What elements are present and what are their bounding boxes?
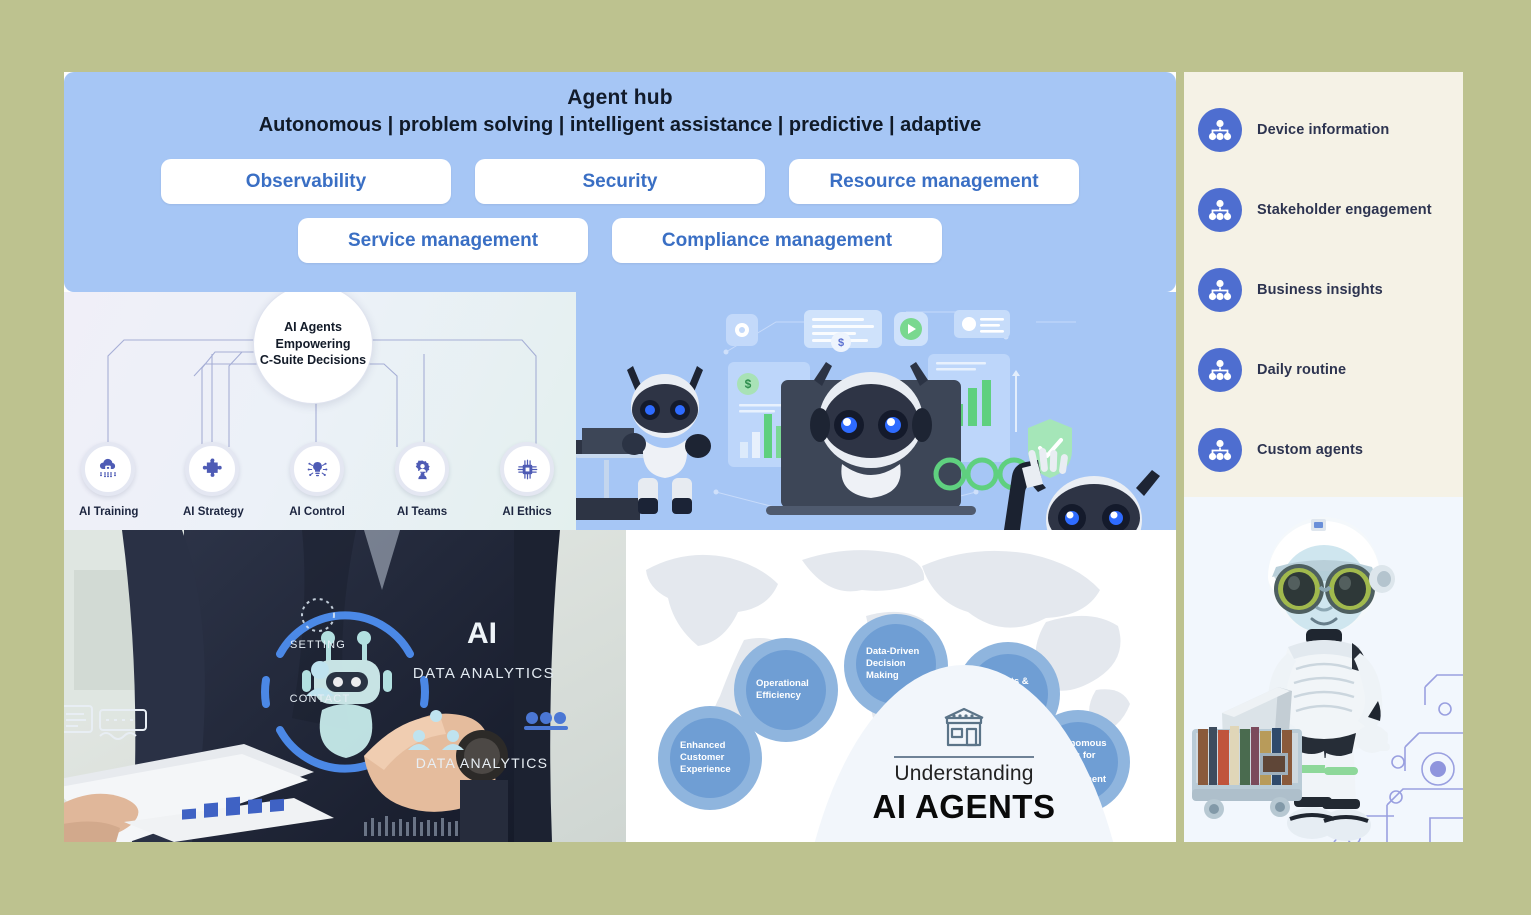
microchip-icon bbox=[517, 459, 537, 479]
page-title: Agent hub bbox=[567, 86, 673, 109]
sidebar-item-device-information[interactable]: Device information bbox=[1184, 90, 1463, 170]
csuite-center-line-3: C-Suite Decisions bbox=[259, 353, 367, 368]
sidebar-menu: Device information Stakeholder engagemen… bbox=[1184, 72, 1463, 497]
csuite-diagram-panel: AI Agents Empowering C-Suite Decisions bbox=[64, 292, 576, 530]
csuite-center-line-2: Empowering bbox=[275, 336, 351, 351]
bottom-row: SETTING CONTACT AI DATA ANALYTICS DATA A… bbox=[64, 530, 1176, 842]
hierarchy-icon bbox=[1198, 428, 1242, 472]
storefront-icon bbox=[944, 707, 984, 747]
csuite-center-node: AI Agents Empowering C-Suite Decisions bbox=[253, 292, 373, 404]
sidebar-item-label: Stakeholder engagement bbox=[1257, 202, 1432, 218]
column-gap bbox=[1176, 72, 1184, 842]
hierarchy-icon bbox=[1198, 268, 1242, 312]
sidebar-item-daily-routine[interactable]: Daily routine bbox=[1184, 330, 1463, 410]
hub-button-security[interactable]: Security bbox=[475, 159, 765, 205]
robots-illustration: $ $ bbox=[576, 292, 1176, 530]
hub-pill-row-1: Observability Security Resource manageme… bbox=[80, 159, 1160, 205]
overlay-label-data-analytics-1: DATA ANALYTICS bbox=[413, 665, 555, 682]
overlay-label-ai: AI bbox=[467, 617, 497, 650]
hierarchy-icon bbox=[1198, 188, 1242, 232]
hub-button-compliance-management[interactable]: Compliance management bbox=[612, 218, 942, 264]
csuite-node-ai-control[interactable]: AI Control bbox=[288, 442, 346, 518]
overlay-label-setting: SETTING bbox=[290, 639, 346, 651]
overlay-label-contact: CONTACT bbox=[290, 693, 351, 705]
left-content-column: Agent hub Autonomous | problem solving |… bbox=[64, 72, 1176, 842]
hub-button-resource-management[interactable]: Resource management bbox=[789, 159, 1079, 205]
overlay-label-data-analytics-2: DATA ANALYTICS bbox=[416, 755, 549, 771]
robot-with-books-illustration bbox=[1184, 497, 1463, 842]
ai-training-ring bbox=[81, 442, 135, 496]
understanding-subtitle: Understanding bbox=[894, 756, 1034, 786]
ai-teams-ring bbox=[395, 442, 449, 496]
sidebar-item-business-insights[interactable]: Business insights bbox=[1184, 250, 1463, 330]
tablet-illustration: SETTING CONTACT AI DATA ANALYTICS DATA A… bbox=[64, 530, 626, 842]
csuite-node-ai-strategy[interactable]: AI Strategy bbox=[183, 442, 244, 518]
sidebar-item-label: Business insights bbox=[1257, 282, 1383, 298]
understanding-ai-agents-panel: Enhanced Customer Experience Operational… bbox=[626, 530, 1176, 842]
puzzle-piece-icon bbox=[202, 457, 222, 477]
ai-strategy-ring bbox=[185, 442, 239, 496]
understanding-title: AI AGENTS bbox=[872, 788, 1056, 825]
hub-pill-row-2: Service management Compliance management bbox=[80, 218, 1160, 264]
robots-analytics-image: $ $ bbox=[576, 292, 1176, 530]
hierarchy-icon bbox=[1198, 348, 1242, 392]
svg-text:$: $ bbox=[745, 377, 752, 391]
hub-button-observability[interactable]: Observability bbox=[161, 159, 451, 205]
sidebar-item-stakeholder-engagement[interactable]: Stakeholder engagement bbox=[1184, 170, 1463, 250]
middle-row: AI Agents Empowering C-Suite Decisions bbox=[64, 292, 1176, 530]
csuite-node-ai-ethics[interactable]: AI Ethics bbox=[498, 442, 556, 518]
dashboard-board: Agent hub Autonomous | problem solving |… bbox=[64, 72, 1463, 842]
gear-person-icon bbox=[415, 459, 430, 479]
agent-hub-panel: Agent hub Autonomous | problem solving |… bbox=[64, 72, 1176, 292]
csuite-node-label: AI Ethics bbox=[502, 506, 552, 518]
csuite-node-label: AI Teams bbox=[396, 506, 448, 518]
csuite-node-label: AI Training bbox=[79, 506, 139, 518]
csuite-node-ai-training[interactable]: AI Training bbox=[79, 442, 139, 518]
csuite-node-label: AI Control bbox=[289, 506, 345, 518]
cloud-download-icon bbox=[99, 458, 116, 478]
sidebar-item-label: Device information bbox=[1257, 122, 1390, 138]
sidebar-robot-image bbox=[1184, 497, 1463, 842]
page-subtitle: Autonomous | problem solving | intellige… bbox=[258, 114, 982, 137]
svg-text:$: $ bbox=[838, 337, 844, 349]
bubble-operational-efficiency[interactable]: Operational Efficiency bbox=[746, 650, 826, 730]
sidebar-item-label: Custom agents bbox=[1257, 442, 1364, 458]
hub-button-service-management[interactable]: Service management bbox=[298, 218, 588, 264]
ai-control-ring bbox=[290, 442, 344, 496]
ai-ethics-ring bbox=[500, 442, 554, 496]
tablet-ai-image: SETTING CONTACT AI DATA ANALYTICS DATA A… bbox=[64, 530, 626, 842]
csuite-node-ai-teams[interactable]: AI Teams bbox=[393, 442, 451, 518]
hierarchy-icon bbox=[1198, 108, 1242, 152]
sidebar-item-custom-agents[interactable]: Custom agents bbox=[1184, 410, 1463, 490]
sidebar-item-label: Daily routine bbox=[1257, 362, 1347, 378]
csuite-node-label: AI Strategy bbox=[183, 506, 244, 518]
right-sidebar: Device information Stakeholder engagemen… bbox=[1184, 72, 1463, 842]
bubble-enhanced-customer-experience[interactable]: Enhanced Customer Experience bbox=[670, 718, 750, 798]
understanding-dome-content: Understanding AI AGENTS bbox=[794, 705, 1134, 826]
lightbulb-network-icon bbox=[307, 461, 327, 476]
csuite-center-line-1: AI Agents bbox=[284, 320, 342, 335]
